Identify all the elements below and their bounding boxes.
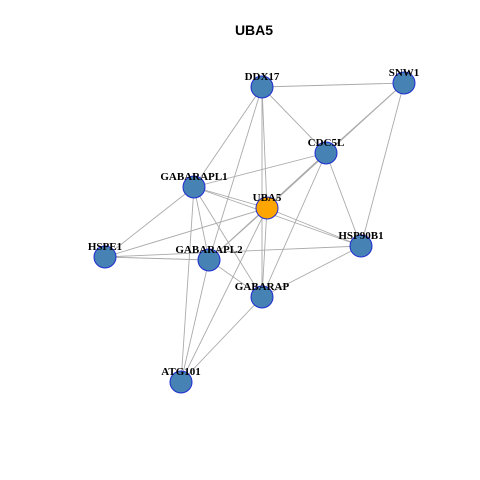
node-label-snw1: SNW1 (389, 67, 420, 79)
edge-ddx17-gabarapl2 (208, 86, 263, 261)
node-ddx17: DDX17 (245, 71, 280, 99)
edge-ddx17-cdc5l (261, 86, 327, 154)
node-label-gabarapl2: GABARAPL2 (175, 244, 243, 256)
node-label-uba5: UBA5 (253, 192, 282, 204)
edge-gabarapl1-gabarapl2 (193, 186, 210, 261)
edge-gabarapl2-atg101 (180, 259, 210, 383)
node-label-ddx17: DDX17 (245, 71, 280, 83)
edge-gabarapl1-hsp90b1 (193, 186, 362, 247)
node-label-hspe1: HSPE1 (88, 241, 122, 253)
node-circle-snw1 (392, 71, 416, 95)
node-circle-cdc5l (314, 141, 338, 165)
node-label-gabarapl1: GABARAPL1 (160, 171, 227, 183)
node-circle-atg101 (169, 370, 193, 394)
edge-uba5-gabarap (261, 207, 268, 298)
node-gabarap: GABARAP (235, 281, 290, 309)
edge-ddx17-uba5 (261, 86, 268, 209)
node-circle-hsp90b1 (349, 234, 373, 258)
node-circle-uba5 (255, 196, 279, 220)
graph-title: UBA5 (235, 22, 273, 38)
node-circle-hspe1 (93, 245, 117, 269)
edge-ddx17-gabarapl1 (193, 86, 263, 188)
edge-cdc5l-gabarap (261, 152, 327, 298)
node-circle-gabarap (250, 285, 274, 309)
node-gabarapl2: GABARAPL2 (175, 244, 243, 272)
node-gabarapl1: GABARAPL1 (160, 171, 228, 199)
node-hspe1: HSPE1 (88, 241, 122, 269)
edge-gabarap-atg101 (180, 296, 263, 383)
edge-hspe1-gabarapl2 (104, 256, 210, 261)
edge-gabarapl1-atg101 (180, 186, 195, 383)
edge-hsp90b1-gabarap (261, 245, 362, 298)
node-label-cdc5l: CDC5L (308, 137, 345, 149)
edge-cdc5l-hsp90b1 (325, 152, 362, 247)
node-label-gabarap: GABARAP (235, 281, 290, 293)
edge-gabarapl1-gabarap (193, 186, 263, 298)
edge-hspe1-hsp90b1 (104, 245, 362, 258)
edge-uba5-gabarapl2 (208, 207, 268, 261)
node-label-hsp90b1: HSP90B1 (338, 230, 383, 242)
edge-cdc5l-gabarapl1 (193, 152, 327, 188)
node-circle-gabarapl2 (197, 248, 221, 272)
node-atg101: ATG101 (161, 366, 201, 394)
node-circle-gabarapl1 (182, 175, 206, 199)
edge-gabarapl1-uba5 (193, 186, 268, 209)
edge-ddx17-snw1 (261, 82, 405, 88)
edge-gabarapl1-hspe1 (104, 186, 195, 258)
edge-uba5-hsp90b1 (266, 207, 362, 247)
node-snw1: SNW1 (389, 67, 420, 95)
node-hsp90b1: HSP90B1 (338, 230, 384, 258)
node-uba5: UBA5 (253, 192, 282, 220)
edge-snw1-hsp90b1 (360, 82, 405, 247)
node-cdc5l: CDC5L (308, 137, 345, 165)
node-circle-ddx17 (250, 75, 274, 99)
edge-uba5-atg101 (180, 207, 268, 383)
edge-uba5-hspe1 (104, 207, 268, 258)
node-label-atg101: ATG101 (161, 366, 201, 378)
